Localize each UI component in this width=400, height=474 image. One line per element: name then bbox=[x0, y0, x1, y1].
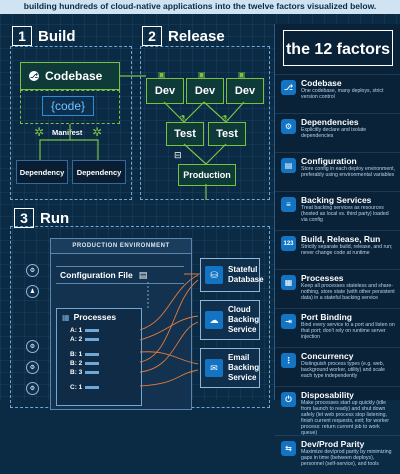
process-list: A: 1 A: 2 B: 1 B: 2 B: 3 C: 1 bbox=[70, 326, 100, 392]
build-number: 1 bbox=[12, 26, 32, 46]
dev-icon-1: ▣ bbox=[158, 70, 166, 79]
processes-icon: ▦ bbox=[62, 312, 70, 322]
worker-gear-icon-2: ⚙ bbox=[26, 361, 39, 374]
sidebar-title: the 12 factors bbox=[283, 30, 393, 66]
database-icon: ⛁ bbox=[205, 266, 223, 284]
release-panel bbox=[140, 46, 270, 200]
stateful-database-box: ⛁ Stateful Database bbox=[200, 258, 264, 292]
process-row: B: 3 bbox=[70, 368, 100, 377]
test-box-2: Test bbox=[208, 122, 246, 146]
release-heading: 2 Release bbox=[142, 26, 225, 46]
test-icon-2: ⚗ bbox=[221, 114, 229, 123]
server-icon: ≡ bbox=[281, 197, 296, 212]
codebase-label: Codebase bbox=[45, 69, 103, 83]
dev-box-3: Dev bbox=[226, 78, 264, 104]
manifest-label: Manifest bbox=[52, 128, 83, 137]
build-release-connectors bbox=[39, 75, 245, 200]
dev-box-2: Dev bbox=[186, 78, 224, 104]
port-icon: ⇥ bbox=[281, 314, 296, 329]
cloud-icon: ☁ bbox=[205, 311, 223, 329]
factor-backing-services: ≡ Backing Services Treat backing service… bbox=[275, 191, 400, 230]
test-icon-1: ⚗ bbox=[179, 114, 187, 123]
config-file-label: Configuration File bbox=[60, 270, 133, 280]
backing-service-connectors bbox=[139, 273, 200, 387]
release-title: Release bbox=[168, 27, 225, 45]
document-icon: ▤ bbox=[281, 158, 296, 173]
codebase-box: ⎇ Codebase bbox=[20, 62, 120, 90]
run-title: Run bbox=[40, 209, 70, 227]
factor-dev-prod-parity: ⇆ Dev/Prod Parity Maximize dev/prod pari… bbox=[275, 435, 400, 474]
git-icon: ⎇ bbox=[281, 80, 296, 95]
parity-icon: ⇆ bbox=[281, 441, 296, 456]
factor-configuration: ▤ Configuration Store config in each dep… bbox=[275, 152, 400, 191]
gear-icon: ⚙ bbox=[26, 264, 39, 277]
codebase-container bbox=[20, 90, 120, 124]
dev-icon-3: ▣ bbox=[238, 70, 246, 79]
email-backing-service-box: ✉ Email Backing Service bbox=[200, 348, 260, 388]
factor-disposability: ⏻ Disposability Make processes start up … bbox=[275, 386, 400, 436]
production-icon: ⊟ bbox=[174, 150, 182, 160]
gear-icon: ⚙ bbox=[281, 119, 296, 134]
dev-icon-2: ▣ bbox=[198, 70, 206, 79]
twelve-factors-sidebar: the 12 factors ⎇ Codebase One codebase, … bbox=[274, 24, 400, 467]
dependency-box-1: Dependency bbox=[16, 160, 68, 184]
user-icon: ♟ bbox=[26, 285, 39, 298]
factor-processes: ▦ Processes Keep all processes stateless… bbox=[275, 269, 400, 308]
manifest-gear-icon: ✲ bbox=[34, 125, 45, 139]
dependency-box-2: Dependency bbox=[72, 160, 126, 184]
run-number: 3 bbox=[14, 208, 34, 228]
processes-label: Processes bbox=[73, 312, 117, 322]
git-icon: ⎇ bbox=[29, 71, 39, 81]
factor-dependencies: ⚙ Dependencies Explicitly declare and is… bbox=[275, 113, 400, 152]
build-heading: 1 Build bbox=[12, 26, 76, 46]
factor-codebase: ⎇ Codebase One codebase, many deploys, s… bbox=[275, 74, 400, 113]
process-row: C: 1 bbox=[70, 383, 100, 392]
factor-build-release-run: 123 Build, Release, Run Strictly separat… bbox=[275, 230, 400, 269]
process-row: B: 2 bbox=[70, 359, 100, 368]
email-backing-service-label: Email Backing Service bbox=[228, 353, 260, 382]
email-icon: ✉ bbox=[205, 359, 223, 377]
run-heading: 3 Run bbox=[14, 208, 69, 228]
production-environment-header: PRODUCTION ENVIRONMENT bbox=[51, 239, 191, 254]
processes-panel bbox=[56, 308, 142, 406]
processes-heading: ▦ Processes bbox=[62, 312, 116, 322]
stateful-database-label: Stateful Database bbox=[228, 265, 264, 284]
dependency-gear-icon: ✲ bbox=[92, 125, 103, 139]
cloud-backing-service-label: Cloud Backing Service bbox=[228, 305, 260, 334]
worker-gear-icon-1: ⚙ bbox=[26, 340, 39, 353]
release-number: 2 bbox=[142, 26, 162, 46]
cloud-backing-service-box: ☁ Cloud Backing Service bbox=[200, 300, 260, 340]
processes-icon: ▦ bbox=[281, 275, 296, 290]
process-row: B: 1 bbox=[70, 350, 100, 359]
build-panel bbox=[10, 46, 132, 200]
worker-gear-icon-3: ⚙ bbox=[26, 382, 39, 395]
process-row: A: 1 bbox=[70, 326, 100, 335]
process-row: A: 2 bbox=[70, 335, 100, 344]
production-box: Production bbox=[178, 164, 236, 186]
config-file-icon: ▤ bbox=[138, 269, 148, 280]
run-side-icons: ⚙ ♟ bbox=[26, 264, 39, 306]
steps-icon: 123 bbox=[281, 236, 296, 251]
factor-concurrency: ⋮ Concurrency Distinguish process types … bbox=[275, 347, 400, 386]
intro-banner: building hundreds of cloud-native applic… bbox=[0, 0, 400, 14]
factor-port-binding: ⇥ Port Binding Bind every service to a p… bbox=[275, 308, 400, 347]
process-side-icons: ⚙ ⚙ ⚙ bbox=[26, 340, 39, 403]
code-chip: {code} bbox=[42, 96, 94, 116]
concurrency-icon: ⋮ bbox=[281, 353, 296, 368]
config-file-row: Configuration File ▤ bbox=[56, 266, 184, 284]
build-title: Build bbox=[38, 27, 76, 45]
